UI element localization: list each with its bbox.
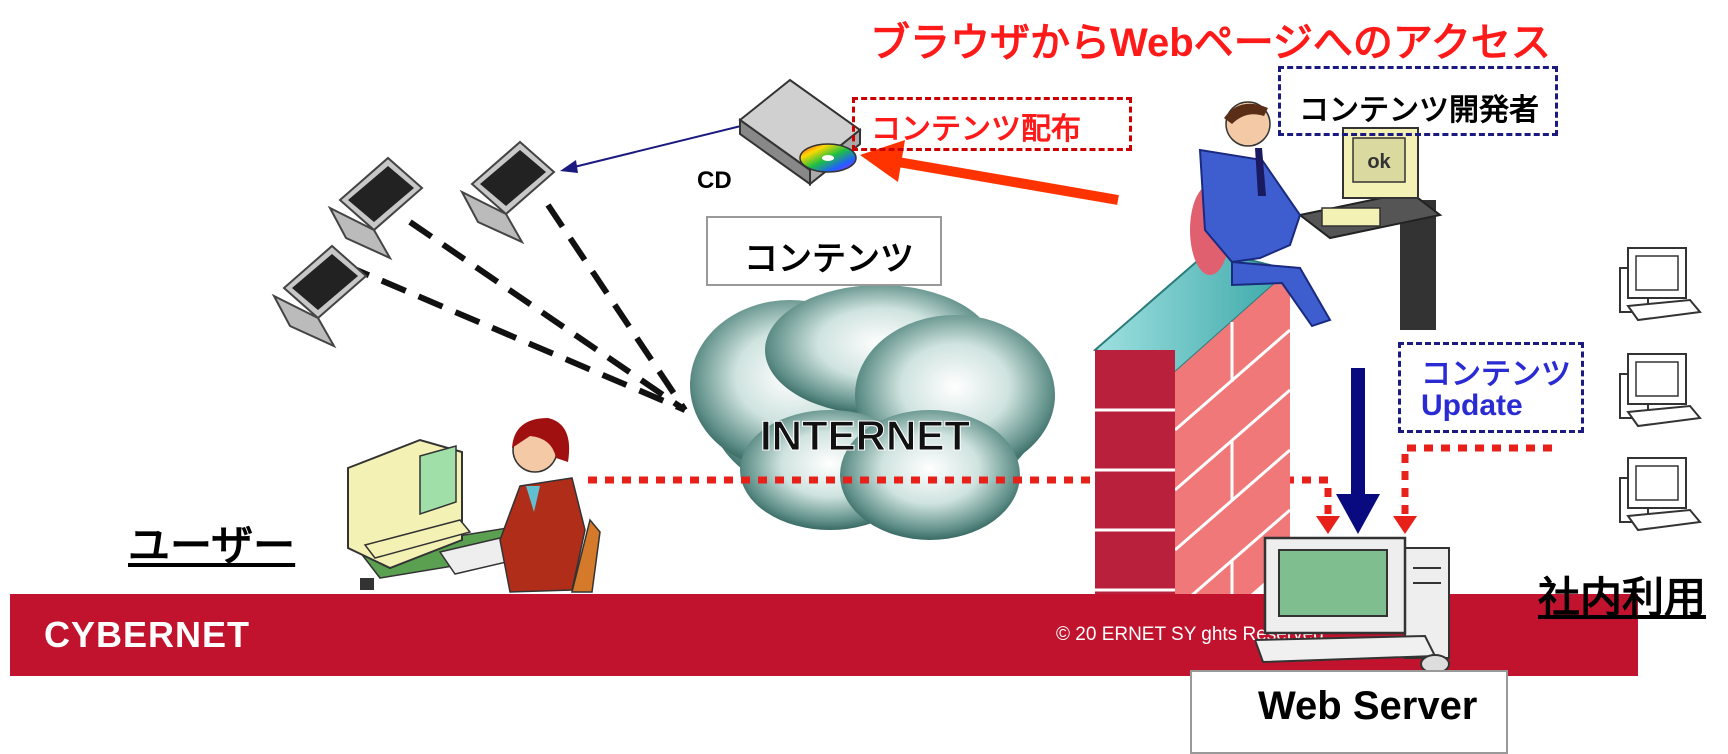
laptop-link — [408, 219, 687, 413]
internal-desktop — [1619, 353, 1702, 428]
user-figure — [347, 418, 601, 593]
firewall-icon — [1092, 248, 1293, 660]
distribution-arrow — [560, 124, 746, 173]
contents-label: コンテンツ — [744, 240, 914, 278]
internal-use-label: 社内利用 — [1538, 574, 1707, 621]
laptop-link — [545, 203, 688, 412]
content-developer-box: コンテンツ開発者 — [1278, 66, 1558, 136]
content-update-label: コンテンツ — [1421, 358, 1571, 391]
web-server-label: Web Server — [1258, 684, 1478, 728]
developer-figure: ok — [1190, 101, 1443, 330]
internal-desktop — [1619, 247, 1702, 322]
brand-logo: CYBERNET — [44, 614, 251, 655]
web-server-icon — [1255, 536, 1450, 674]
cd-drive-icon — [738, 78, 862, 187]
laptop — [459, 140, 556, 245]
web-server-box: Web Server — [1190, 670, 1508, 754]
content-update-sub-label: Update — [1421, 389, 1523, 422]
diagram-title: ブラウザからWebページへのアクセス — [870, 21, 1551, 65]
internal-desktop — [1619, 457, 1702, 532]
internet-cloud: INTERNET — [690, 285, 1055, 540]
internet-label: INTERNET — [760, 412, 970, 459]
laptop — [271, 244, 368, 349]
update-arrow — [1336, 368, 1380, 534]
laptop-links — [343, 203, 688, 413]
update-path — [1393, 444, 1552, 534]
content-developer-label: コンテンツ開発者 — [1299, 94, 1539, 127]
content-distribution-box: コンテンツ配布 — [852, 97, 1132, 151]
access-path — [588, 476, 1340, 534]
diagram-canvas: INTERNET — [271, 78, 1702, 660]
user-label: ユーザー — [128, 522, 296, 569]
cd-label: CD — [697, 167, 732, 194]
contents-box: コンテンツ — [706, 216, 942, 286]
content-distribution-label: コンテンツ配布 — [871, 113, 1081, 146]
monitor-ok-text: ok — [1367, 151, 1391, 173]
content-update-box: コンテンツ Update — [1398, 342, 1584, 433]
laptop — [327, 156, 424, 261]
laptop-link — [343, 262, 687, 413]
